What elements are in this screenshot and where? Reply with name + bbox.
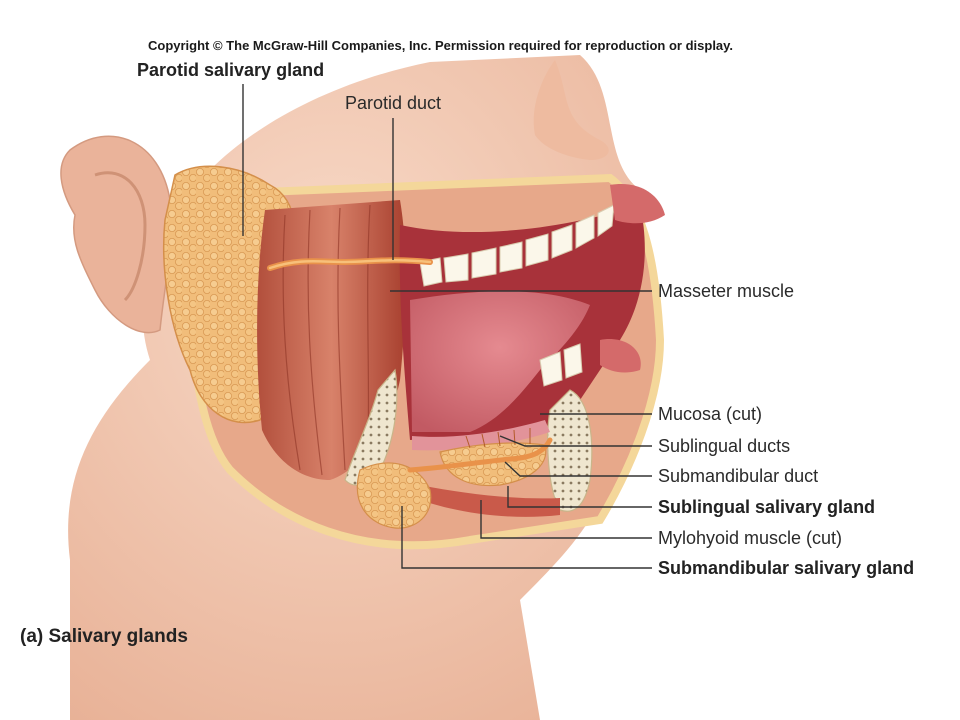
upper-lip [610,184,665,224]
leader-submandibular-duct [504,461,652,477]
submandibular-duct [407,437,553,473]
label-submandibular-salivary-gland: Submandibular salivary gland [658,558,915,578]
leader-submandibular-gland [401,506,652,569]
mylohyoid-muscle [420,485,560,517]
label-parotid-duct: Parotid duct [345,93,442,113]
submandibular-gland [356,462,432,529]
ear [60,135,173,334]
nose [533,60,609,160]
mandible-bone-right [547,389,593,512]
upper-teeth [419,204,615,287]
tongue [410,291,590,432]
label-submandibular-duct: Submandibular duct [658,466,819,486]
lower-teeth [539,343,583,387]
leader-lines [242,84,652,569]
label-parotid-salivary-gland: Parotid salivary gland [137,60,325,80]
leader-sublingual-ducts [499,435,652,447]
lower-lip [600,339,641,373]
leader-mylohyoid [480,500,652,539]
figure-caption: (a) Salivary glands [20,626,188,647]
label-mylohyoid-muscle: Mylohyoid muscle (cut) [658,528,843,548]
label-sublingual-salivary-gland: Sublingual salivary gland [658,497,876,517]
label-masseter-muscle: Masseter muscle [658,281,795,301]
mucosa-cut [412,420,550,451]
leader-sublingual-gland [507,486,652,508]
copyright-notice: Copyright © The McGraw-Hill Companies, I… [148,38,734,53]
label-sublingual-ducts: Sublingual ducts [658,436,791,456]
label-mucosa-cut: Mucosa (cut) [658,404,763,424]
